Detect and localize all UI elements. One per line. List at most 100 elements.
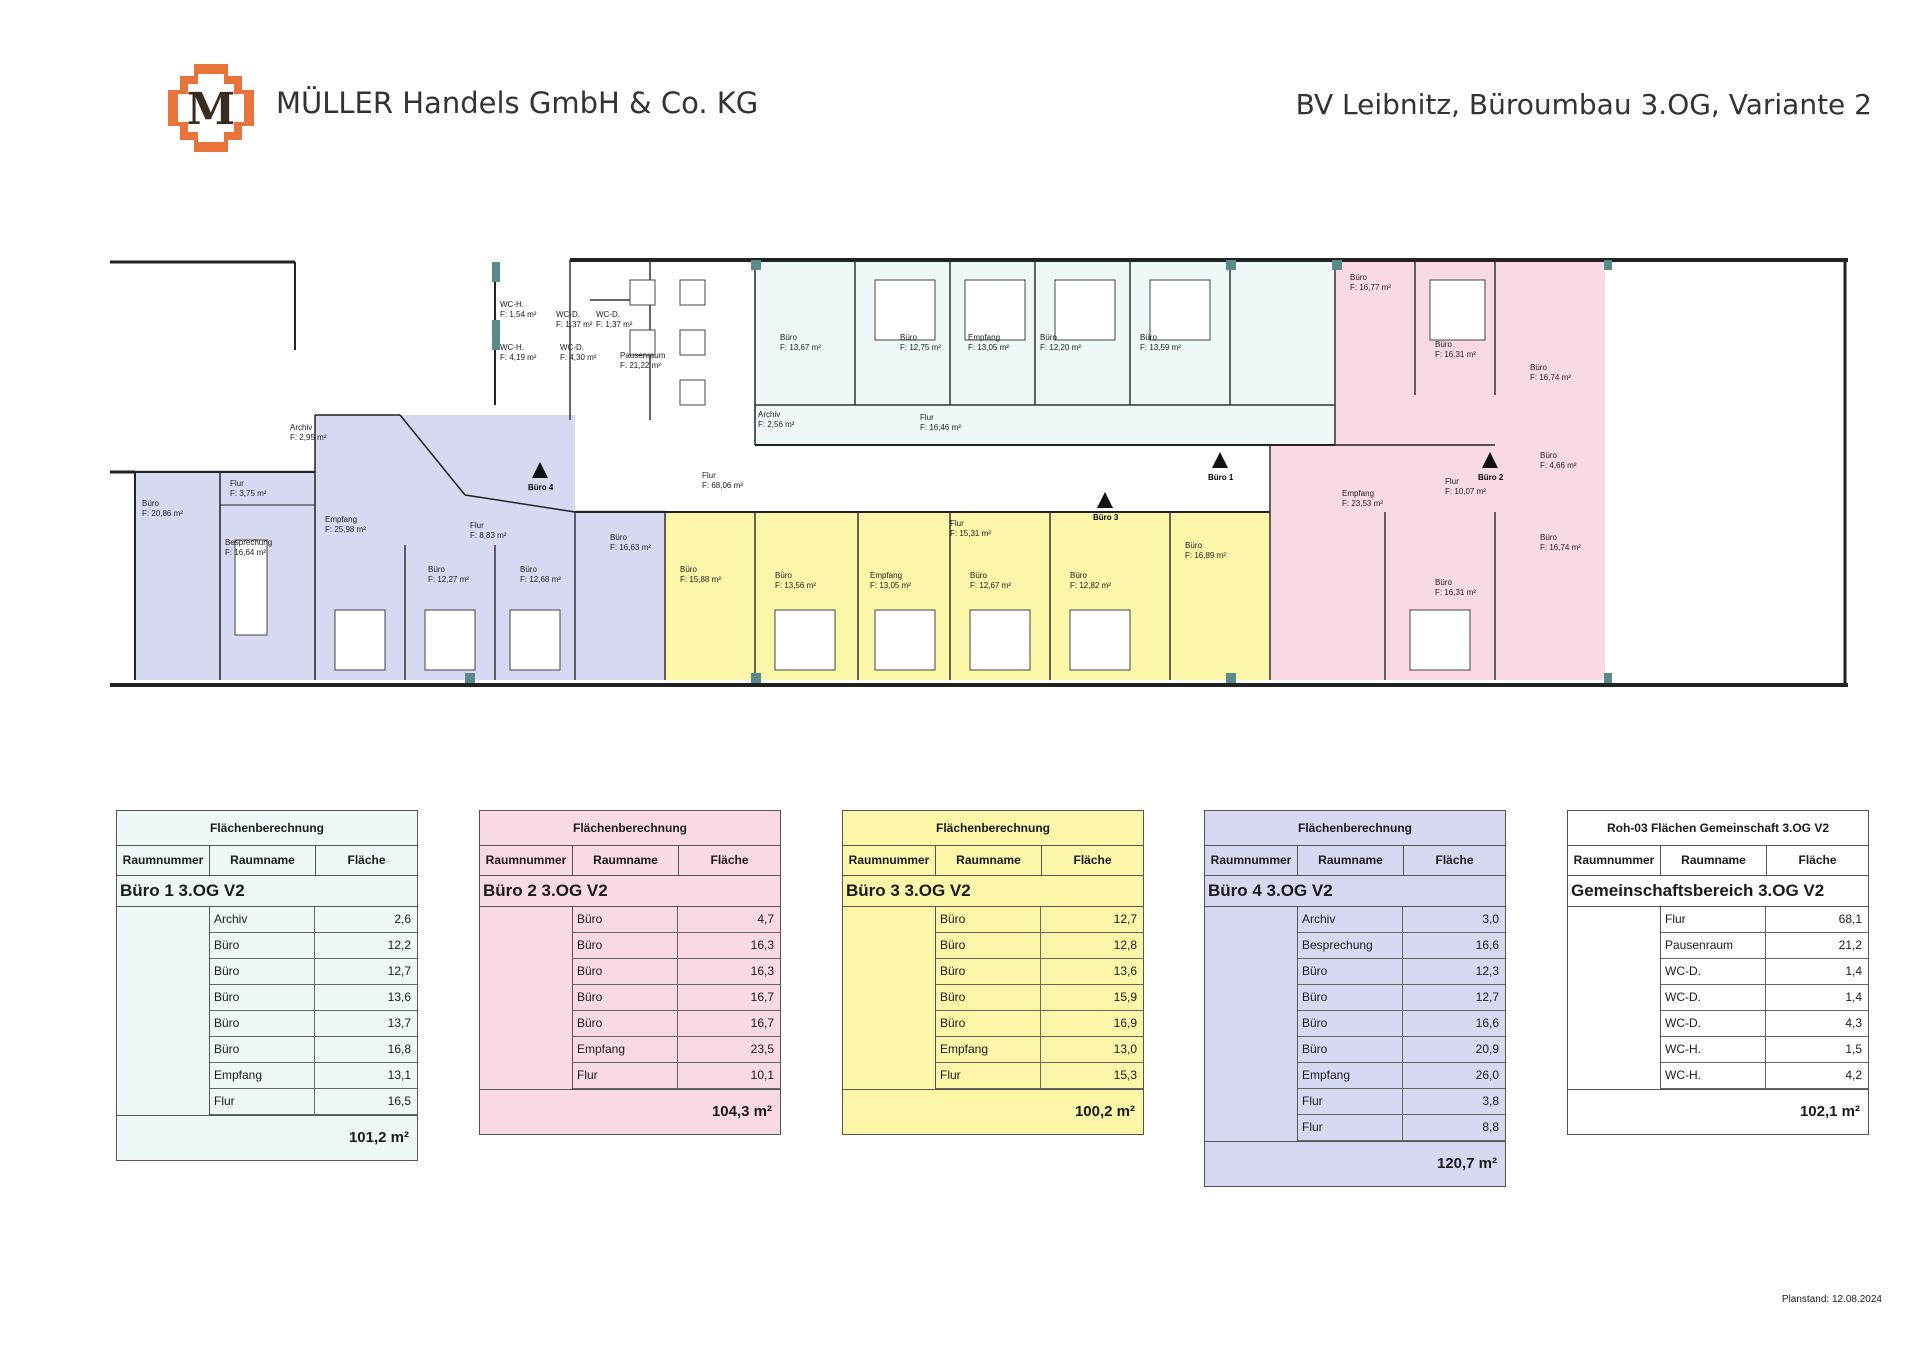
room-name: Büro — [1435, 340, 1452, 349]
room-area: F: 16,74 m² — [1540, 543, 1581, 552]
room-name: Büro — [1140, 333, 1157, 342]
room-area: F: 21,22 m² — [620, 361, 661, 370]
room-name: Büro — [1040, 333, 1057, 342]
area-cell: 12,2 — [387, 938, 411, 952]
table-total: 100,2 m² — [843, 1089, 1143, 1134]
table-row: Empfang 13,1 — [210, 1063, 417, 1089]
zone-marker-arrow — [1212, 452, 1228, 468]
room-area: F: 12,75 m² — [900, 343, 941, 352]
area-cell: 4,3 — [1845, 1016, 1862, 1030]
room-name-cell: Büro — [573, 933, 678, 958]
table-row: Büro 16,3 — [573, 959, 780, 985]
room-area: F: 3,75 m² — [230, 489, 267, 498]
room-area: F: 12,27 m² — [428, 575, 469, 584]
room-name-cell: Archiv — [210, 907, 315, 932]
area-cell: 16,8 — [387, 1042, 411, 1056]
area-cell: 26,0 — [1475, 1068, 1499, 1082]
room-name-cell: Büro — [573, 959, 678, 984]
room-name: Empfang — [870, 571, 902, 580]
room-area: F: 10,07 m² — [1445, 487, 1486, 496]
area-cell: 15,3 — [1113, 1068, 1137, 1082]
table-row: WC-D.1,4 — [1661, 985, 1868, 1011]
room-area: F: 12,20 m² — [1040, 343, 1081, 352]
column-header: Raumname — [1661, 846, 1767, 875]
project-title: BV Leibnitz, Büroumbau 3.OG, Variante 2 — [1295, 88, 1872, 121]
column-header: Raumname — [210, 846, 316, 875]
room-name-cell: Büro — [210, 1011, 315, 1036]
area-cell: 3,8 — [1482, 1094, 1499, 1108]
table-total: 102,1 m² — [1568, 1089, 1868, 1134]
room-name: Büro — [970, 571, 987, 580]
room-area: F: 13,05 m² — [870, 581, 911, 590]
planstand: Planstand: 12.08.2024 — [1781, 1294, 1882, 1305]
area-cell: 4,2 — [1845, 1068, 1862, 1082]
room-name-cell: Büro — [1298, 985, 1403, 1010]
room-area: F: 15,31 m² — [950, 529, 991, 538]
room-name: Büro — [1540, 533, 1557, 542]
area-cell: 13,6 — [387, 990, 411, 1004]
room-name: Flur — [1445, 477, 1459, 486]
columns — [465, 260, 1612, 683]
room-name-cell: Pausenraum — [1661, 933, 1766, 958]
zone-marker-label: Büro 4 — [528, 483, 554, 492]
room-area: F: 1,37 m² — [596, 320, 633, 329]
room-name-cell: WC-H. — [1661, 1063, 1766, 1088]
table-total: 101,2 m² — [117, 1115, 417, 1160]
room-area: F: 16,63 m² — [610, 543, 651, 552]
room-name: Büro — [520, 565, 537, 574]
room-name-cell: Büro — [210, 959, 315, 984]
room-name-cell: Büro — [573, 1011, 678, 1036]
area-cell: 8,8 — [1482, 1120, 1499, 1134]
area-cell: 15,9 — [1113, 990, 1137, 1004]
room-name: Empfang — [968, 333, 1000, 342]
table-row: WC-H. 4,2 — [1661, 1063, 1868, 1089]
room-name: Büro — [1185, 541, 1202, 550]
room-area: F: 13,05 m² — [968, 343, 1009, 352]
column-header: Fläche — [1435, 853, 1474, 867]
table-group: Büro 4 3.OG V2 — [1205, 876, 1505, 907]
mueller-logo: M — [168, 64, 254, 152]
room-area: F: 16,31 m² — [1435, 588, 1476, 597]
area-cell: 10,1 — [750, 1068, 774, 1082]
room-area: F: 4,30 m² — [560, 353, 597, 362]
room-name: Empfang — [1342, 489, 1374, 498]
room-area: F: 12,82 m² — [1070, 581, 1111, 590]
area-cell: 12,7 — [1113, 912, 1137, 926]
zone-marker-arrow — [1097, 492, 1113, 508]
room-name-cell: WC-D. — [1661, 985, 1766, 1010]
room-area: F: 16,46 m² — [920, 423, 961, 432]
area-cell: 13,6 — [1113, 964, 1137, 978]
area-cell: 13,1 — [387, 1068, 411, 1082]
table-total: 104,3 m² — [480, 1089, 780, 1134]
area-cell: 16,3 — [750, 938, 774, 952]
room-name-cell: Büro — [936, 1011, 1041, 1036]
room-name: WC-D. — [560, 343, 584, 352]
room-name-cell: Empfang — [210, 1063, 315, 1088]
table-row: Büro 16,3 — [573, 933, 780, 959]
room-name: Büro — [1350, 273, 1367, 282]
room-area: F: 12,67 m² — [970, 581, 1011, 590]
area-cell: 4,7 — [757, 912, 774, 926]
room-name: Pausenraum — [620, 351, 666, 360]
column-header: Raumname — [936, 846, 1042, 875]
room-name: Archiv — [758, 410, 780, 419]
area-cell: 1,4 — [1845, 964, 1862, 978]
area-cell: 16,3 — [750, 964, 774, 978]
room-name: Büro — [680, 565, 697, 574]
column-header: Raumnummer — [480, 846, 573, 875]
column-header: Fläche — [1073, 853, 1112, 867]
